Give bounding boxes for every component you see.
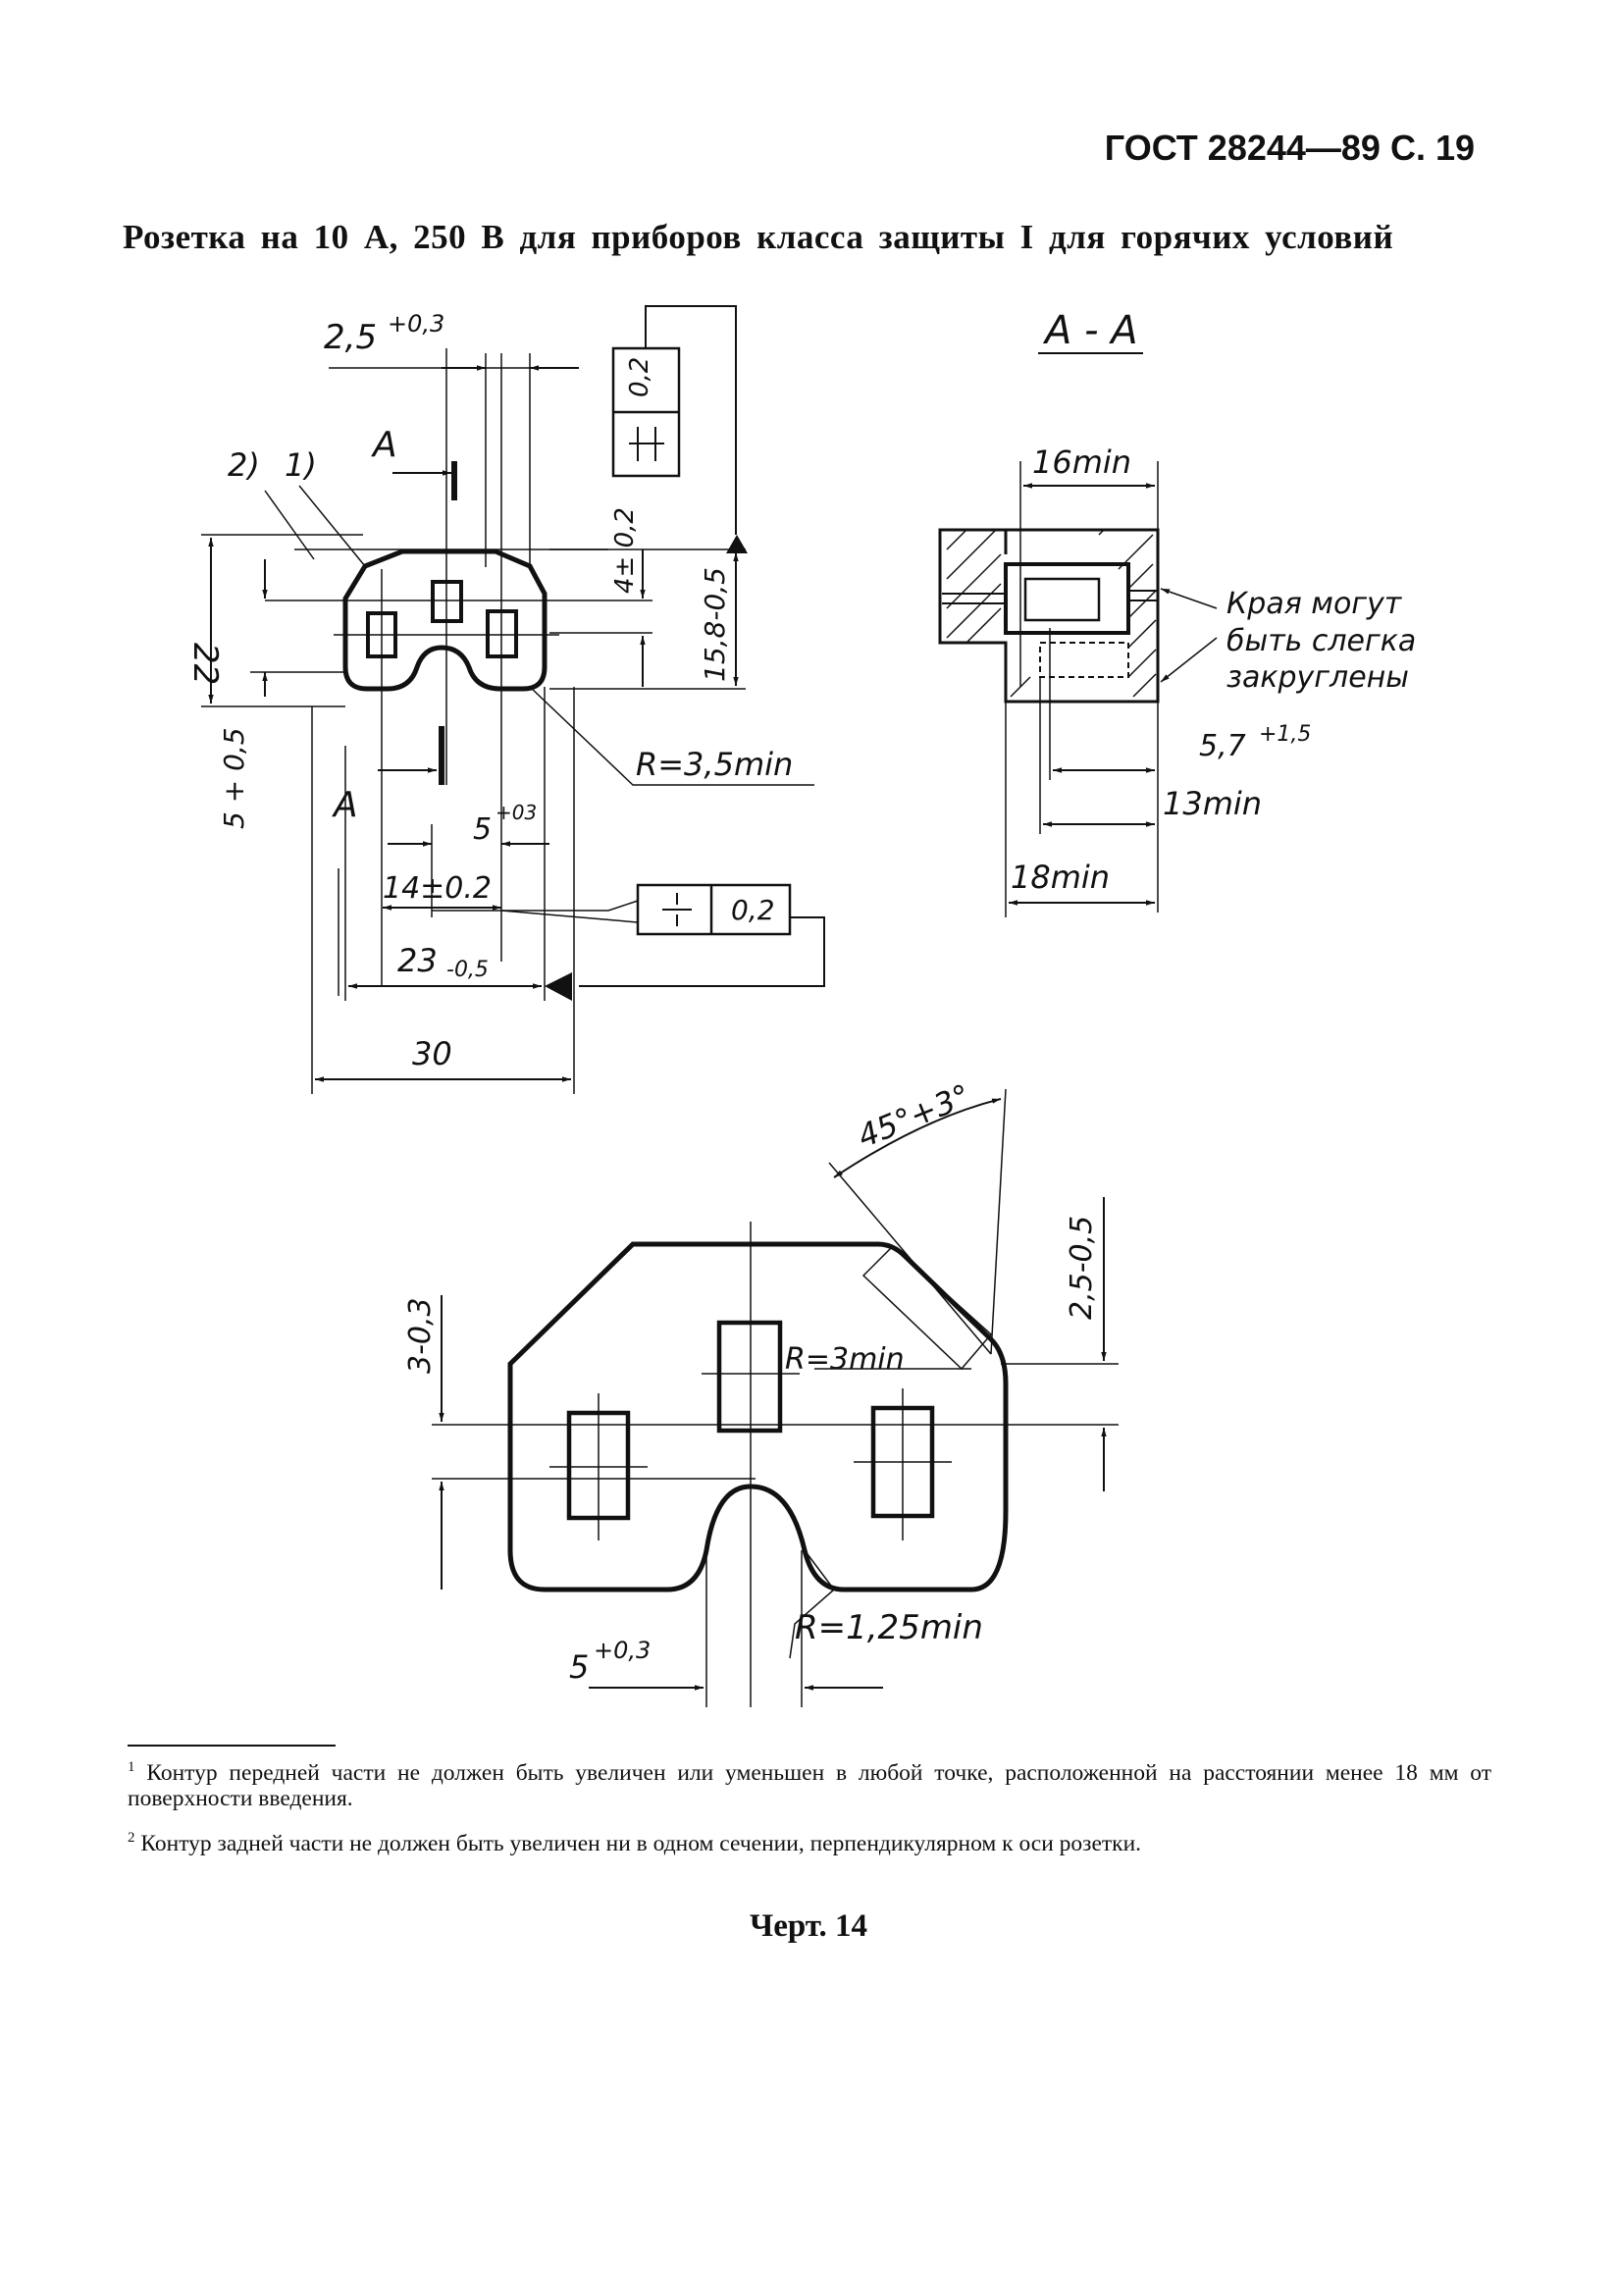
- footnote-1: 1 Контур передней части не должен быть у…: [128, 1754, 1491, 1811]
- angle-45: 45°+3°: [853, 1076, 975, 1155]
- dim-15-8: 15,8-0,5: [699, 567, 731, 682]
- figure-caption: Черт. 14: [749, 1908, 867, 1944]
- dim-5-7: 5,7: [1199, 729, 1246, 763]
- dim-18min: 18min: [1011, 859, 1110, 896]
- dim-2-5-tol: +0,3: [388, 310, 444, 338]
- section-note-1: Края могут: [1226, 587, 1403, 621]
- radius-1-25: R=1,25min: [795, 1608, 983, 1647]
- radius-3-5: R=3,5min: [636, 746, 793, 783]
- enlarged-slot-earth: [716, 1320, 783, 1434]
- section-view: [938, 352, 1218, 917]
- dim-3: 3-0,3: [403, 1297, 438, 1374]
- footnote-1-text: Контур передней части не должен быть уве…: [128, 1759, 1491, 1811]
- footnote-1-mark: 1: [128, 1759, 135, 1775]
- dim-23: 23: [397, 942, 438, 979]
- dim-2-5: 2,5: [324, 318, 377, 357]
- section-note-2: быть слегка: [1226, 624, 1416, 658]
- page-header: ГОСТ 28244—89 С. 19: [1104, 128, 1475, 168]
- page-title: Розетка на 10 А, 250 В для приборов клас…: [123, 218, 1394, 256]
- dim-14: 14±0.2: [383, 871, 492, 906]
- footnote-2: 2 Контур задней части не должен быть уве…: [128, 1825, 1491, 1856]
- tol-value-top: 0,2: [625, 357, 654, 397]
- note-ref-1: 1): [285, 446, 317, 484]
- dim-5-7-tol: +1,5: [1259, 722, 1311, 747]
- dim-2-5-b: 2,5-0,5: [1065, 1216, 1099, 1320]
- dim-4: 4± 0,2: [610, 507, 640, 594]
- dim-16min: 16min: [1032, 444, 1131, 481]
- enlarged-view: [432, 1088, 1119, 1707]
- dim-23-tol: -0,5: [446, 958, 489, 982]
- dim-13min: 13min: [1163, 785, 1262, 822]
- footnote-2-text: Контур задней части не должен быть увели…: [140, 1830, 1142, 1856]
- section-note-3: закруглены: [1226, 660, 1409, 695]
- dim-5-mid: 5: [473, 812, 492, 847]
- section-mark-bottom: А: [332, 785, 358, 825]
- dim-5-bottom: 5: [569, 1648, 589, 1686]
- front-view: [201, 305, 825, 1094]
- section-mark-top: А: [371, 425, 397, 465]
- dim-5-mid-tol: +03: [496, 801, 537, 824]
- dim-5-left: 5 + 0,5: [218, 727, 250, 829]
- note-ref-2: 2): [228, 446, 260, 484]
- dim-5-bottom-tol: +0,3: [594, 1637, 651, 1664]
- radius-3: R=3min: [785, 1342, 905, 1377]
- socket-outline: [342, 548, 548, 692]
- dim-30: 30: [412, 1035, 452, 1072]
- tol-value-mid: 0,2: [731, 894, 775, 926]
- dim-22: 22: [185, 643, 225, 685]
- section-title: А - А: [1042, 308, 1138, 353]
- footnote-2-mark: 2: [128, 1830, 135, 1846]
- technical-drawing: 2,5 +0,3 2) 1) А А 22 5 + 0,5 4± 0,2 15,…: [185, 305, 1416, 1707]
- tolerance-frame-mid: [636, 883, 792, 936]
- footnote-rule: [128, 1745, 336, 1747]
